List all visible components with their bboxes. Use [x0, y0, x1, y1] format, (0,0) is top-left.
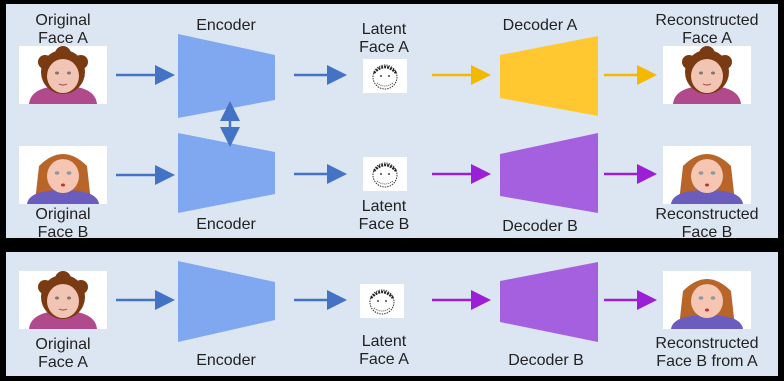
label-reconstructed-face-b: Reconstructed Face B [655, 206, 759, 241]
label-decoder-b: Decoder B [502, 218, 578, 235]
bottom-label-encoder: Encoder [196, 352, 256, 369]
label-reconstructed-face-a: Reconstructed Face A [655, 12, 759, 47]
label-encoder-bottom: Encoder [196, 216, 256, 233]
bottom-label-original-face-a: Original Face A [35, 336, 91, 371]
label-original-face-a: Original Face A [35, 12, 91, 47]
bottom-label-decoder-b: Decoder B [508, 352, 584, 369]
bottom-label-latent-face-a: Latent Face A [359, 333, 409, 368]
label-decoder-a: Decoder A [502, 17, 578, 34]
bottom-label-reconstructed: Reconstructed Face B from A [655, 335, 759, 370]
label-latent-face-a: Latent Face A [359, 21, 409, 56]
label-latent-face-b: Latent Face B [358, 198, 410, 233]
label-encoder-top: Encoder [196, 17, 256, 34]
label-original-face-b: Original Face B [35, 206, 91, 241]
top-panel [6, 4, 778, 238]
